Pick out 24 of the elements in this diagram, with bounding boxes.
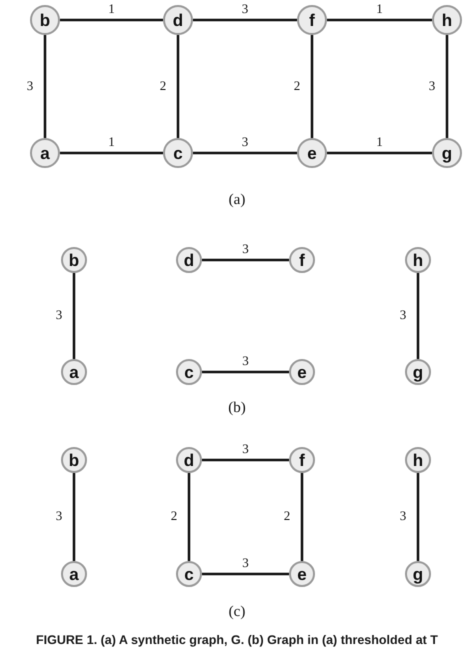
- edge-line: [60, 152, 163, 154]
- figure-caption: FIGURE 1. (a) A synthetic graph, G. (b) Graph in (a) thresholded at T: [35, 632, 439, 648]
- edge-line: [202, 370, 289, 374]
- subfigure-label: (c): [228, 603, 246, 621]
- edge-line: [72, 273, 76, 359]
- edge-line: [446, 35, 448, 138]
- edge-line: [327, 152, 432, 154]
- edge-line: [310, 35, 314, 138]
- edge-line: [202, 458, 289, 462]
- edge-line: [176, 35, 180, 138]
- edge-line: [202, 258, 289, 262]
- edge-line: [327, 18, 432, 22]
- edge-line: [193, 18, 297, 22]
- edge-line: [44, 35, 46, 138]
- edge-line: [300, 473, 304, 561]
- edge-line: [202, 572, 289, 576]
- edge-line: [188, 473, 190, 561]
- subfigure-label: (b): [227, 399, 247, 417]
- edge-line: [416, 473, 420, 561]
- edge-line: [193, 152, 297, 154]
- subfigure-label: (a): [228, 191, 246, 209]
- edge-line: [416, 273, 420, 359]
- edge-line: [60, 18, 163, 22]
- edge-line: [72, 473, 76, 561]
